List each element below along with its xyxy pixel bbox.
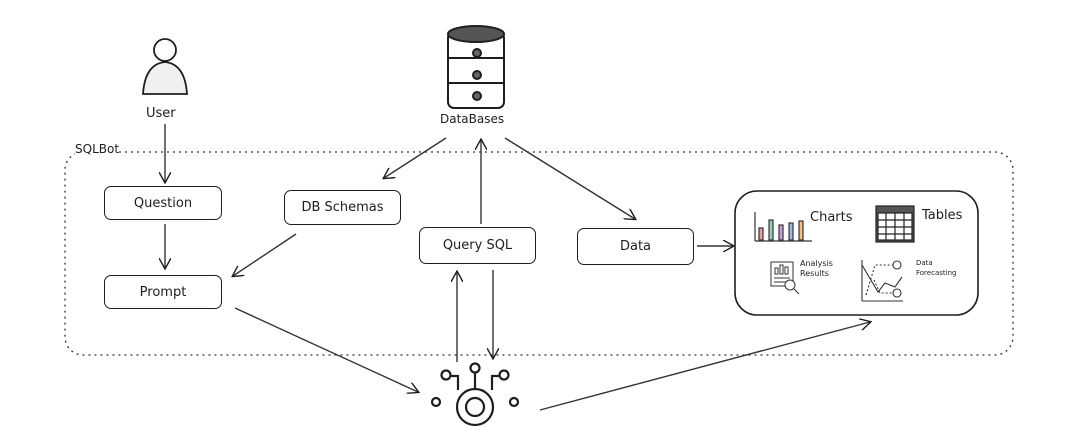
sqlbot-container	[64, 151, 1014, 356]
table-icon	[875, 205, 915, 243]
forecast-line2: Forecasting	[916, 269, 957, 277]
forecast-chart-icon	[861, 260, 903, 302]
databases-label: DataBases	[440, 112, 505, 126]
analysis-line1: Analysis	[800, 259, 833, 268]
prompt-node: Prompt	[104, 275, 222, 309]
arrow-db-data	[504, 137, 635, 219]
llm-gear-icon	[430, 362, 520, 427]
charts-label: Charts	[810, 210, 853, 225]
db-schemas-node: DB Schemas	[284, 190, 401, 225]
analysis-report-icon	[770, 261, 800, 295]
tables-label: Tables	[922, 208, 963, 223]
bar-chart-icon	[754, 212, 812, 242]
user-label: User	[146, 106, 176, 121]
question-node: Question	[104, 186, 222, 220]
data-node: Data	[577, 228, 694, 265]
arrow-llm-outputs	[539, 322, 870, 411]
arrow-db-schemas	[384, 137, 447, 178]
sqlbot-label: SQLBot	[75, 142, 120, 156]
analysis-line2: Results	[800, 269, 829, 278]
query-sql-node: Query SQL	[419, 227, 536, 264]
database-icon	[447, 25, 505, 109]
arrow-prompt-llm	[234, 307, 418, 392]
arrow-schemas-prompt	[233, 233, 297, 276]
forecast-line1: Data	[916, 259, 933, 267]
outputs-box	[734, 190, 979, 316]
user-icon	[142, 38, 188, 95]
